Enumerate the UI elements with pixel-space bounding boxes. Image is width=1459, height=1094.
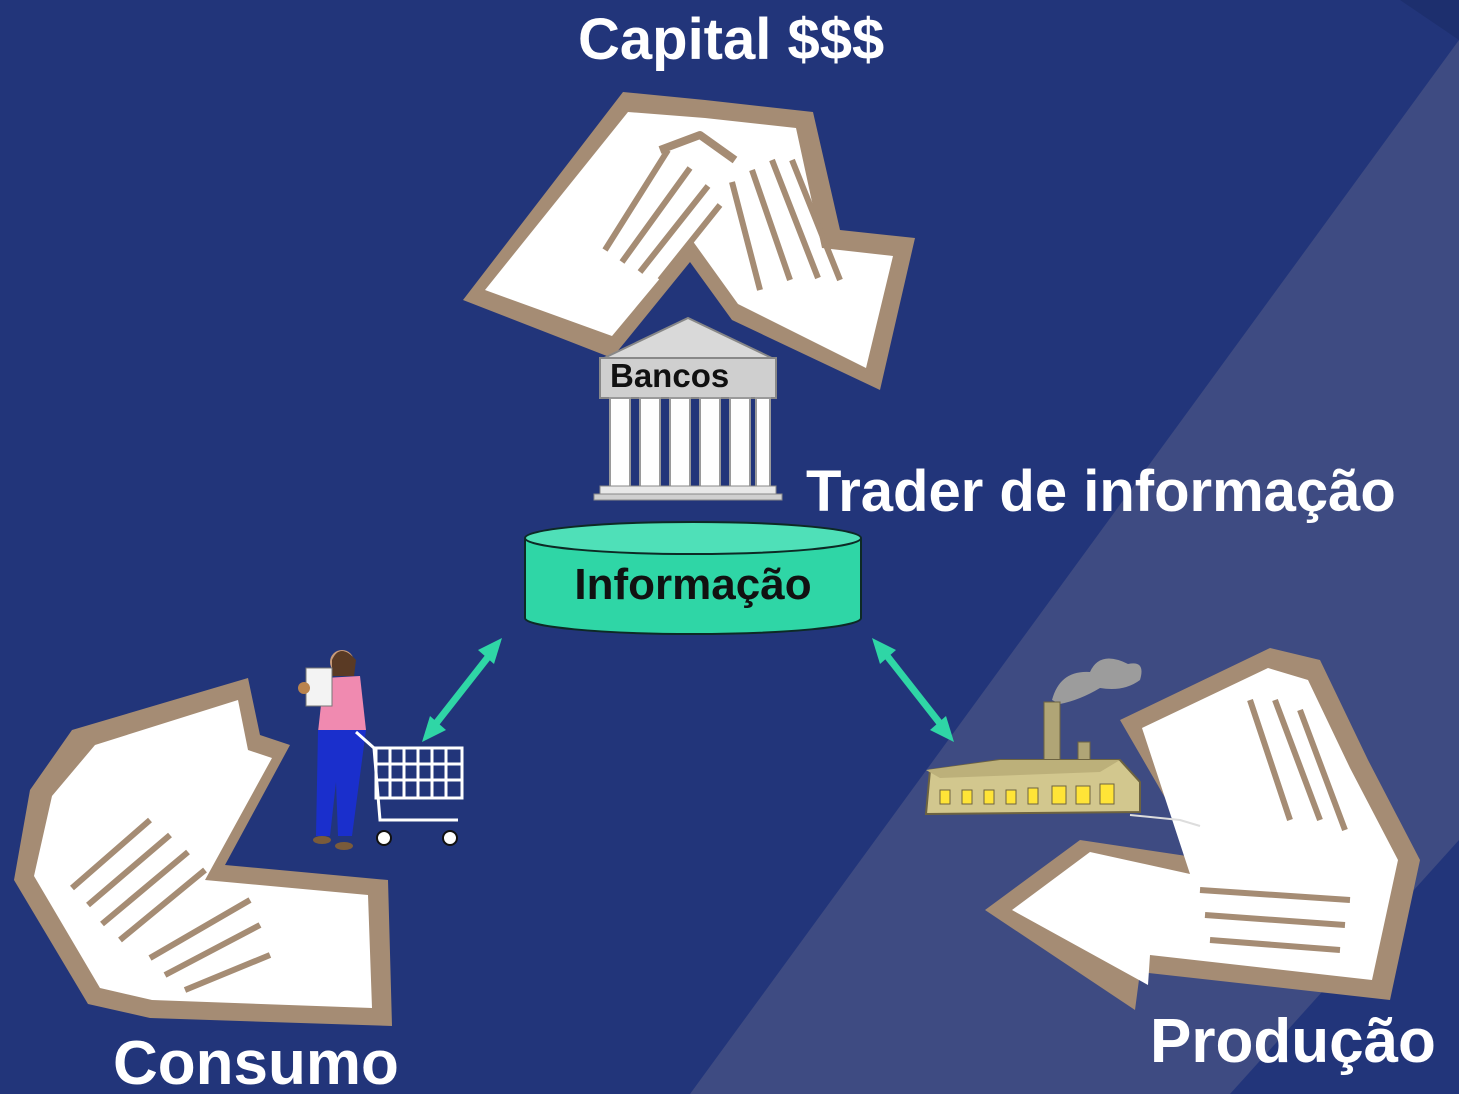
double-arrow-left (422, 638, 502, 742)
double-arrow-right (872, 638, 954, 742)
capital-label: Capital $$$ (578, 7, 885, 72)
bank-label: Bancos (610, 357, 730, 394)
consumo-label: Consumo (113, 1029, 399, 1094)
producao-label: Produção (1150, 1007, 1436, 1076)
database-label: Informação (574, 560, 812, 609)
trader-label: Trader de informação (806, 459, 1396, 524)
